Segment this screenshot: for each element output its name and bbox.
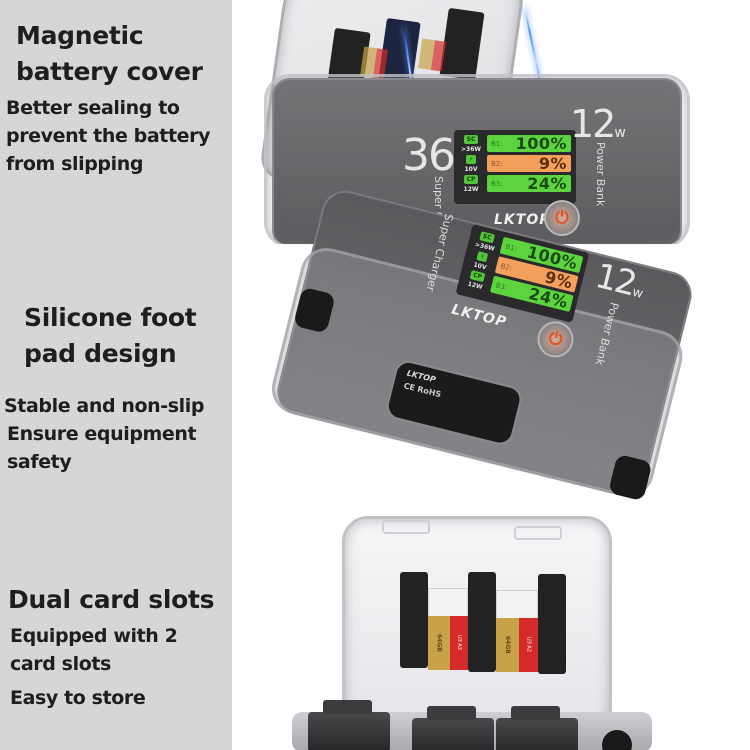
power-button: ⏻	[544, 200, 580, 236]
card-capacity: 64GB	[496, 618, 519, 672]
feature-magnetic-cover: Magnetic battery cover Better sealing to…	[0, 18, 232, 178]
feature-description: safety	[7, 451, 72, 473]
lcd-display: SC >36W ⚡ 10V CP 12W B1:100% B2:9% B3:24…	[454, 130, 576, 204]
sd-card: 64GB U3 A2	[496, 618, 538, 672]
card-speed: U3 A2	[518, 618, 538, 672]
sd-card: 64GB U3 A2	[428, 616, 468, 670]
feature-title: battery cover	[16, 57, 203, 86]
mode-chip: CP	[463, 175, 479, 184]
mode-value: 12W	[463, 186, 479, 193]
feature-description: Ensure equipment	[7, 423, 197, 445]
feature-description: from slipping	[6, 153, 144, 175]
card-speed: U3 A2	[449, 616, 468, 670]
battery-level-b1: B1:100%	[487, 134, 571, 153]
power-icon: ⏻	[546, 328, 565, 351]
lightning-icon: ⚡	[476, 251, 489, 263]
brand-logo: LKTOP	[494, 212, 551, 228]
card-capacity: 64GB	[428, 616, 450, 670]
feature-description: Stable and non-slip	[4, 395, 205, 417]
feature-description: card slots	[10, 653, 111, 675]
battery-levels: B1:100% B2:9% B3:24%	[487, 134, 571, 199]
battery	[412, 706, 494, 750]
mode-value: 10V	[464, 166, 478, 173]
lid-hinge	[514, 526, 562, 540]
mode-value: 12W	[466, 280, 484, 292]
feature-silicone-foot: Silicone foot pad design Stable and non-…	[0, 300, 232, 476]
battery-levels: B1:100% B2:9% B3:24%	[489, 236, 584, 317]
feature-title: Magnetic	[16, 21, 144, 50]
mode-value: >36W	[461, 146, 481, 153]
lid-hinge	[382, 520, 430, 534]
feature-title: Dual card slots	[8, 585, 215, 614]
power-icon: ⏻	[555, 208, 569, 228]
feature-description: Easy to store	[10, 687, 146, 709]
feature-title: Silicone foot	[24, 303, 197, 332]
silicone-foot-pad	[602, 730, 632, 750]
charger-wattage: 36w	[402, 130, 467, 181]
powerbank-label: Power Bank	[594, 142, 607, 207]
powerbank-wattage: 12w	[570, 102, 626, 146]
feature-description: Better sealing to	[6, 97, 180, 119]
card-slot	[428, 588, 468, 616]
scene-silicone-foot: Super Charger SC >36W ⚡ 10V CP 12W B1:10…	[232, 185, 750, 518]
battery	[308, 700, 390, 750]
feature-title: pad design	[24, 339, 177, 368]
image-divider	[232, 506, 750, 512]
mode-chip: SC	[463, 135, 479, 144]
battery	[496, 706, 578, 750]
battery-level-b2: B2:9%	[487, 154, 571, 173]
scene-card-slots: 64GB U3 A2 64GB U3 A2	[232, 512, 750, 750]
feature-panel	[0, 0, 232, 750]
lightning-icon: ⚡	[465, 155, 477, 164]
card-slot	[496, 590, 538, 618]
lcd-modes: SC >36W ⚡ 10V CP 12W	[459, 135, 483, 199]
product-images: 36w Super Charger SC >36W ⚡ 10V CP 12W B…	[232, 0, 750, 750]
sd-card	[418, 38, 446, 72]
card-divider	[400, 572, 428, 668]
feature-dual-card-slots: Dual card slots Equipped with 2 card slo…	[0, 582, 232, 712]
feature-description: Equipped with 2	[10, 625, 178, 647]
battery-level-b3: B3:24%	[487, 174, 571, 193]
card-divider	[538, 574, 566, 674]
card-divider	[468, 572, 496, 672]
feature-description: prevent the battery	[6, 125, 211, 147]
